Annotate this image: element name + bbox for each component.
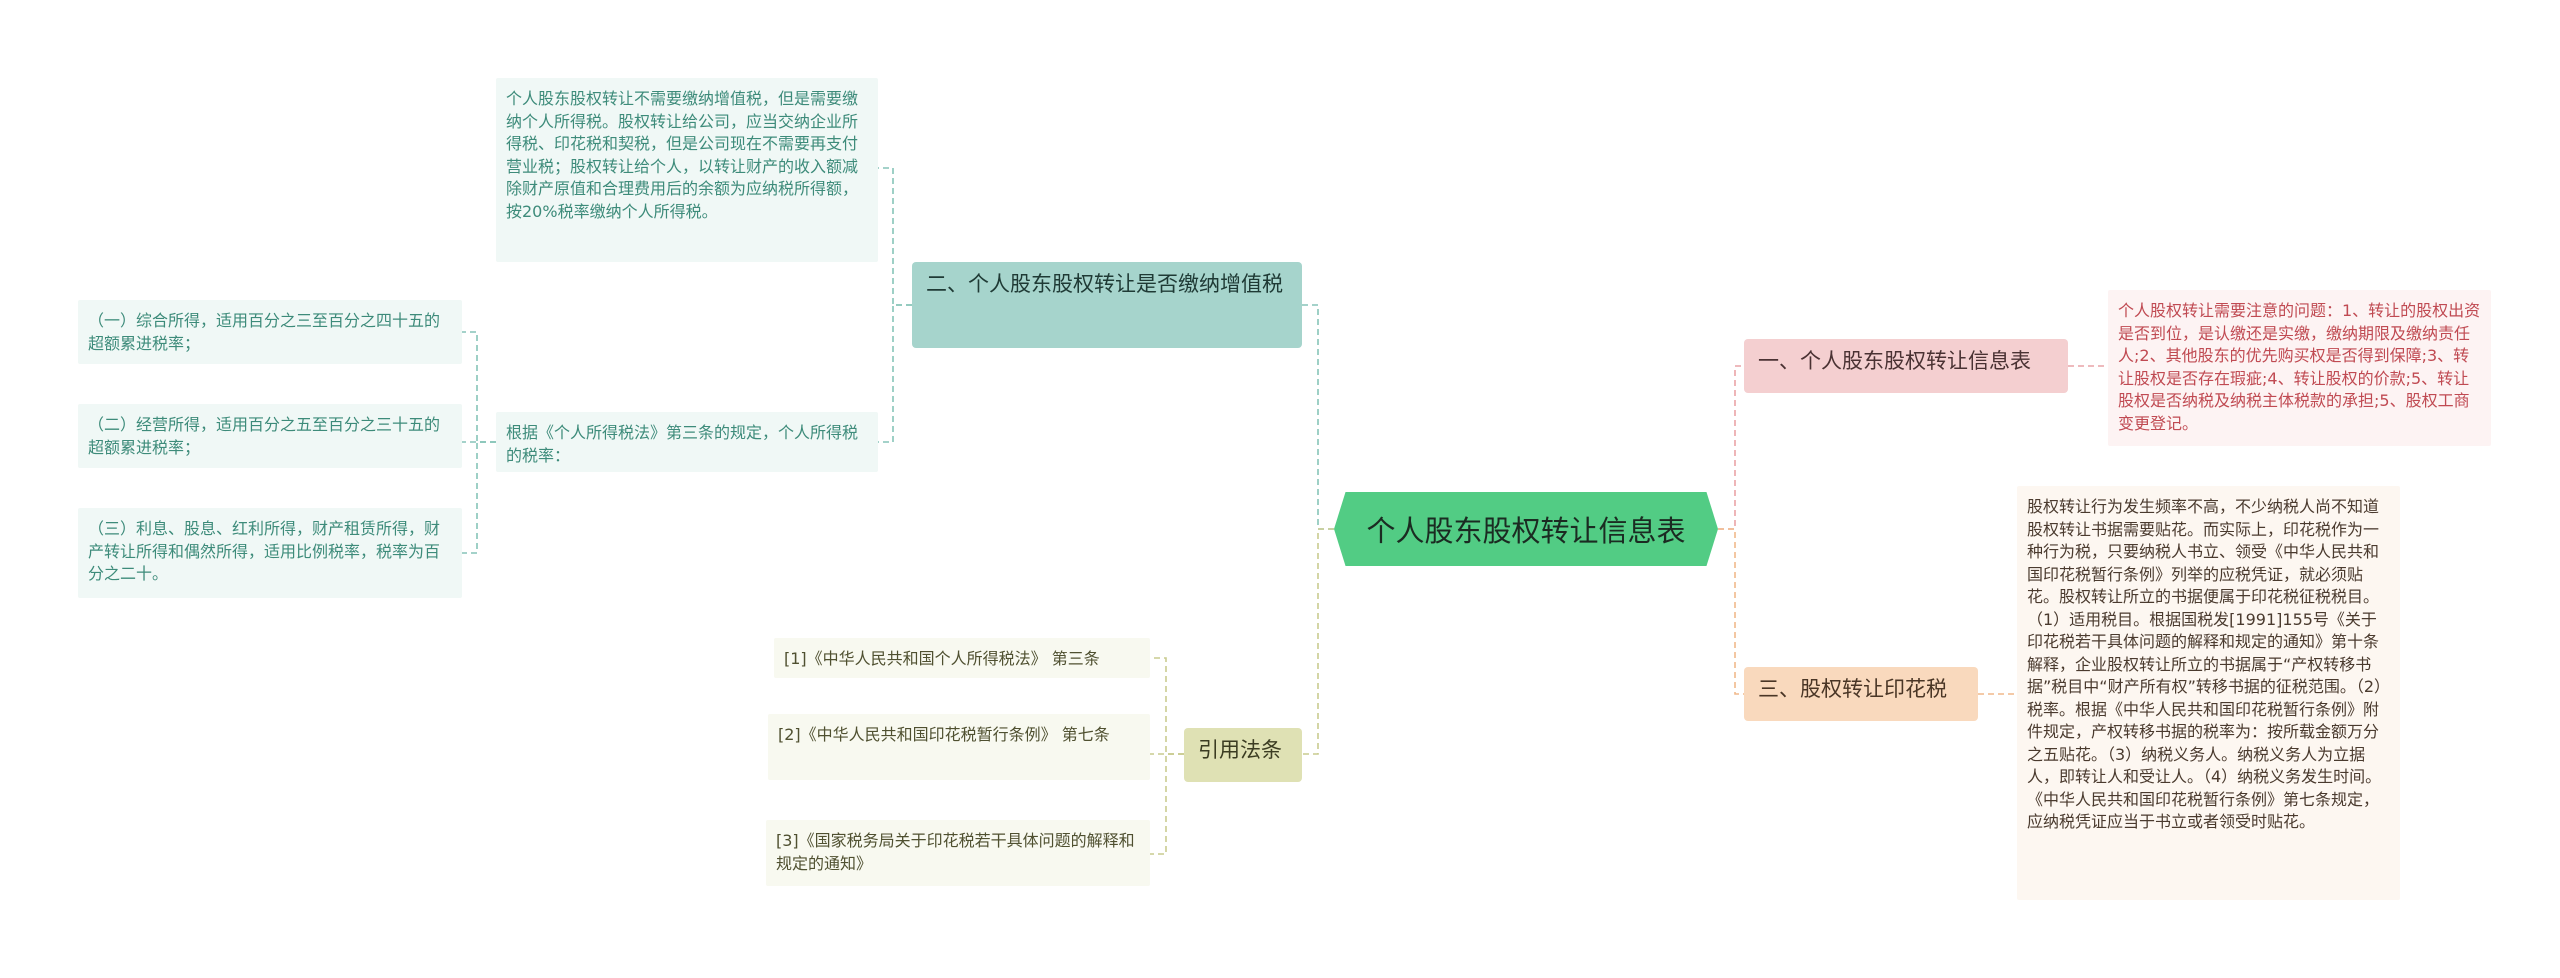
- branch-2-node[interactable]: 二、个人股东股权转让是否缴纳增值税: [912, 262, 1302, 348]
- connector-root-b2: [1302, 304, 1334, 530]
- law-branch-label: 引用法条: [1198, 738, 1282, 762]
- branch-3-node[interactable]: 三、股权转让印花税: [1744, 667, 1978, 721]
- branch-3-note: 股权转让行为发生频率不高，不少纳税人尚不知道股权转让书据需要贴花。而实际上，印花…: [2017, 486, 2400, 900]
- root-label: 个人股东股权转让信息表: [1366, 514, 1686, 548]
- law-ref-1[interactable]: [1]《中华人民共和国个人所得税法》 第三条: [774, 638, 1150, 678]
- rate-item-1: （一）综合所得，适用百分之三至百分之四十五的超额累进税率；: [78, 300, 462, 364]
- branch-3-label: 三、股权转让印花税: [1758, 677, 1947, 701]
- rate-item-2: （二）经营所得，适用百分之五至百分之三十五的超额累进税率；: [78, 404, 462, 468]
- law-branch-node[interactable]: 引用法条: [1184, 728, 1302, 782]
- connector-law-1: [1150, 657, 1184, 755]
- connector-rate-3: [462, 441, 496, 554]
- connector-root-law: [1302, 528, 1334, 755]
- branch-2-rate: 根据《个人所得税法》第三条的规定，个人所得税的税率：: [496, 412, 878, 472]
- connector-rate-1: [462, 331, 496, 443]
- connector-law-3: [1150, 753, 1184, 855]
- branch-1-label: 一、个人股东股权转让信息表: [1758, 349, 2031, 373]
- branch-1-note: 个人股权转让需要注意的问题：1、转让的股权出资是否到位，是认缴还是实缴，缴纳期限…: [2108, 290, 2491, 446]
- connector-root-b3: [1718, 528, 1744, 695]
- law-ref-3[interactable]: [3]《国家税务局关于印花税若干具体问题的解释和规定的通知》: [766, 820, 1150, 886]
- law-ref-2[interactable]: [2]《中华人民共和国印花税暂行条例》 第七条: [768, 714, 1150, 780]
- connector-root-b1: [1718, 365, 1744, 530]
- rate-item-3: （三）利息、股息、红利所得，财产租赁所得，财产转让所得和偶然所得，适用比例税率，…: [78, 508, 462, 598]
- branch-1-node[interactable]: 一、个人股东股权转让信息表: [1744, 339, 2068, 393]
- connector-b2-rate: [878, 304, 912, 443]
- root-node[interactable]: 个人股东股权转让信息表: [1334, 492, 1718, 566]
- connector-b2-note: [878, 167, 912, 306]
- branch-2-label: 二、个人股东股权转让是否缴纳增值税: [926, 272, 1283, 296]
- branch-2-note: 个人股东股权转让不需要缴纳增值税，但是需要缴纳个人所得税。股权转让给公司，应当交…: [496, 78, 878, 262]
